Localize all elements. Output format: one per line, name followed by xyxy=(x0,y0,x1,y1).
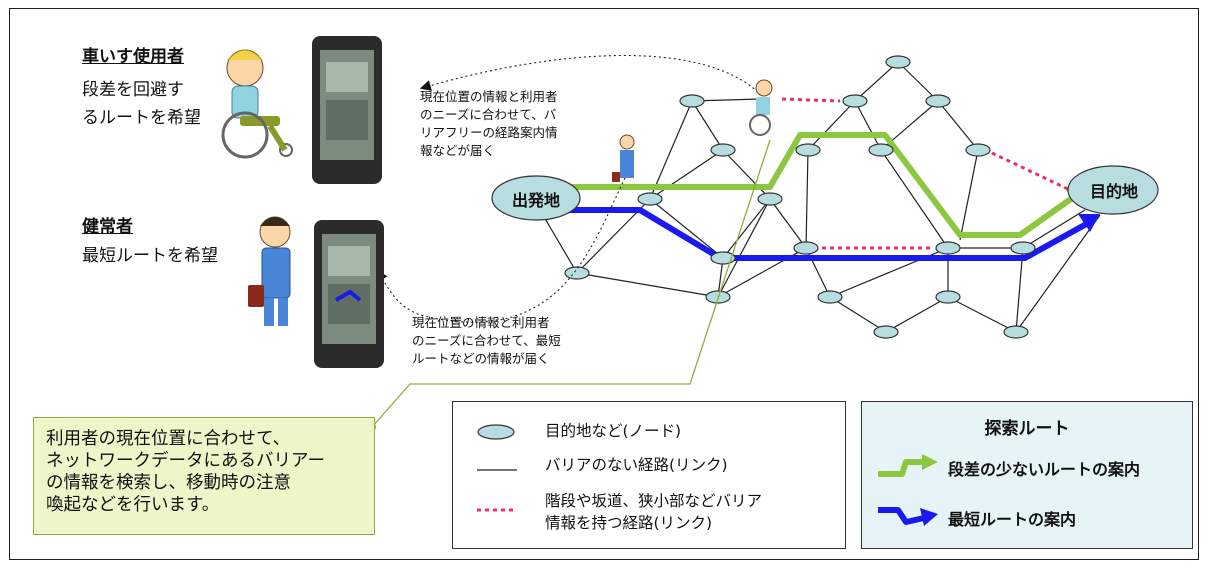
callout-connector xyxy=(371,139,771,428)
legend-box: 目的地など(ノード) バリアのない経路(リンク) 階段や坂道、狭小部などバリア … xyxy=(452,401,846,549)
destination-label: 目的地 xyxy=(1089,182,1138,201)
legend-label-node: 目的地など(ノード) xyxy=(545,422,682,440)
network-links xyxy=(539,61,1101,333)
explanation-callout: 利用者の現在位置に合わせて、 ネットワークデータにあるバリアー の情報を検索し、… xyxy=(33,417,375,535)
accessible-route-arrow-icon xyxy=(878,454,938,477)
start-label: 出発地 xyxy=(511,191,560,210)
search-routes-title: 探索ルート xyxy=(984,419,1070,439)
figure-frame xyxy=(9,8,1199,560)
pedestrian-on-network xyxy=(612,134,635,182)
signal-path-able-bodied xyxy=(376,177,626,323)
signal-path-wheelchair xyxy=(419,54,759,93)
accessible-route-label: 段差の少ないルートの案内 xyxy=(948,460,1141,479)
shortest-route-arrow-icon xyxy=(878,507,938,526)
smartphone-wheelchair xyxy=(312,36,382,184)
able-bodied-description: 最短ルートを希望 xyxy=(82,246,218,266)
legend-label-link: バリアのない経路(リンク) xyxy=(545,456,728,474)
barrier-dotted-icon xyxy=(477,508,517,512)
start-node xyxy=(491,175,581,221)
network-nodes xyxy=(564,55,1036,339)
pedestrian-illustration xyxy=(248,216,291,326)
able-bodied-caption: 現在位置の情報と利用者 のニーズに合わせて、最短 ルートなどの情報が届く xyxy=(412,315,561,366)
shortest-route-arrowhead xyxy=(1078,214,1100,232)
smartphone-able-bodied xyxy=(314,220,384,368)
barrier-links xyxy=(781,97,1071,250)
able-bodied-title: 健常者 xyxy=(82,217,133,237)
shortest-route-label: 最短ルートの案内 xyxy=(948,510,1077,529)
wheelchair-user-caption: 現在位置の情報と利用者 のニーズに合わせて、バ リアフリーの経路案内情 報などが… xyxy=(420,89,558,158)
node-ellipse-icon xyxy=(477,424,515,440)
wheelchair-user-description: 段差を回避す るルートを希望 xyxy=(82,80,201,128)
destination-node xyxy=(1067,165,1159,215)
wheelchair-user-illustration xyxy=(221,49,293,159)
link-line-icon xyxy=(477,469,517,471)
legend-label-barrier: 階段や坂道、狭小部などバリア 情報を持つ経路(リンク) xyxy=(545,492,763,532)
wheelchair-user-title: 車いす使用者 xyxy=(82,47,184,67)
accessible-route-line xyxy=(548,132,1077,238)
wheelchair-user-on-network xyxy=(749,79,773,136)
search-routes-box: 探索ルート 段差の少ないルートの案内 最短ルートの案内 xyxy=(861,401,1193,549)
